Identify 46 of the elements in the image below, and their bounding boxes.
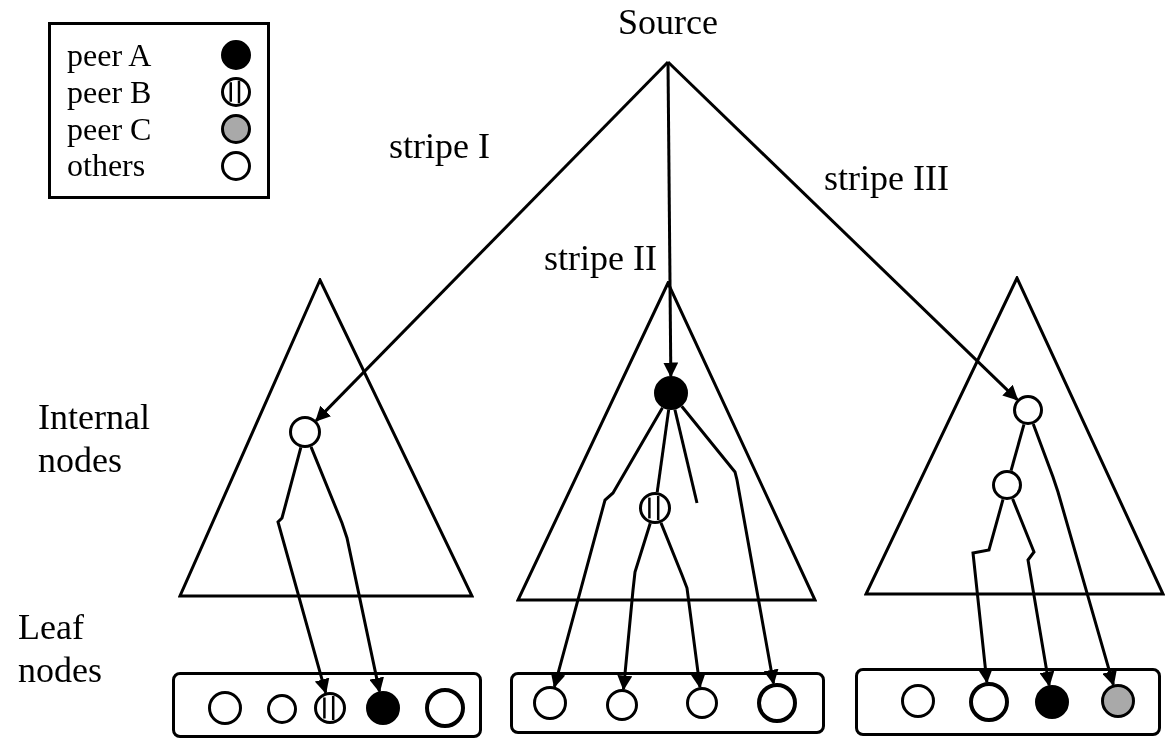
arrow xyxy=(971,499,1005,684)
peer-circle xyxy=(969,682,1009,722)
peer-circle xyxy=(208,691,242,725)
connector-line xyxy=(655,409,671,493)
legend-label: peer A xyxy=(67,37,152,74)
side-label: Internal nodes xyxy=(38,396,151,483)
peer-circle xyxy=(314,692,346,724)
source-label: Source xyxy=(618,4,718,40)
peer-circle xyxy=(639,492,671,524)
connector-line xyxy=(673,409,699,504)
peer-circle xyxy=(289,416,321,448)
arrow xyxy=(276,447,330,695)
leaf-nodes-box xyxy=(172,672,482,738)
arrow xyxy=(659,522,706,689)
leaf-nodes-box xyxy=(855,668,1161,736)
legend-label: peer C xyxy=(67,110,152,148)
connector-line xyxy=(1009,424,1026,471)
arrow xyxy=(550,406,664,689)
peer-circle xyxy=(686,687,718,719)
arrow xyxy=(663,62,679,378)
arrow xyxy=(309,446,384,693)
subtree-triangle xyxy=(178,278,474,598)
peer-circle xyxy=(654,376,688,410)
peer-circle xyxy=(606,689,638,721)
peer-circle xyxy=(533,686,567,720)
peer-circle xyxy=(366,691,400,725)
peer-circle xyxy=(1101,684,1135,718)
arrow xyxy=(666,60,1019,401)
arrow xyxy=(1011,498,1055,687)
peer-circle xyxy=(267,694,297,724)
leaf-nodes-box xyxy=(510,672,825,734)
arrow xyxy=(1031,423,1117,687)
peer-circle xyxy=(901,684,935,718)
subtree-triangle xyxy=(516,281,817,602)
arrow xyxy=(315,60,670,422)
peer-circle xyxy=(992,470,1022,500)
peer-circle xyxy=(1035,685,1069,719)
peer-circle xyxy=(757,683,797,723)
side-label: Leaf nodes xyxy=(18,606,103,693)
peer-circle xyxy=(425,688,465,728)
legend-label: others xyxy=(67,147,146,185)
arrow xyxy=(680,405,779,685)
arrow xyxy=(617,522,652,691)
subtree-triangle xyxy=(864,276,1165,596)
legend-label: peer B xyxy=(67,73,152,111)
peer-circle xyxy=(1013,395,1043,425)
